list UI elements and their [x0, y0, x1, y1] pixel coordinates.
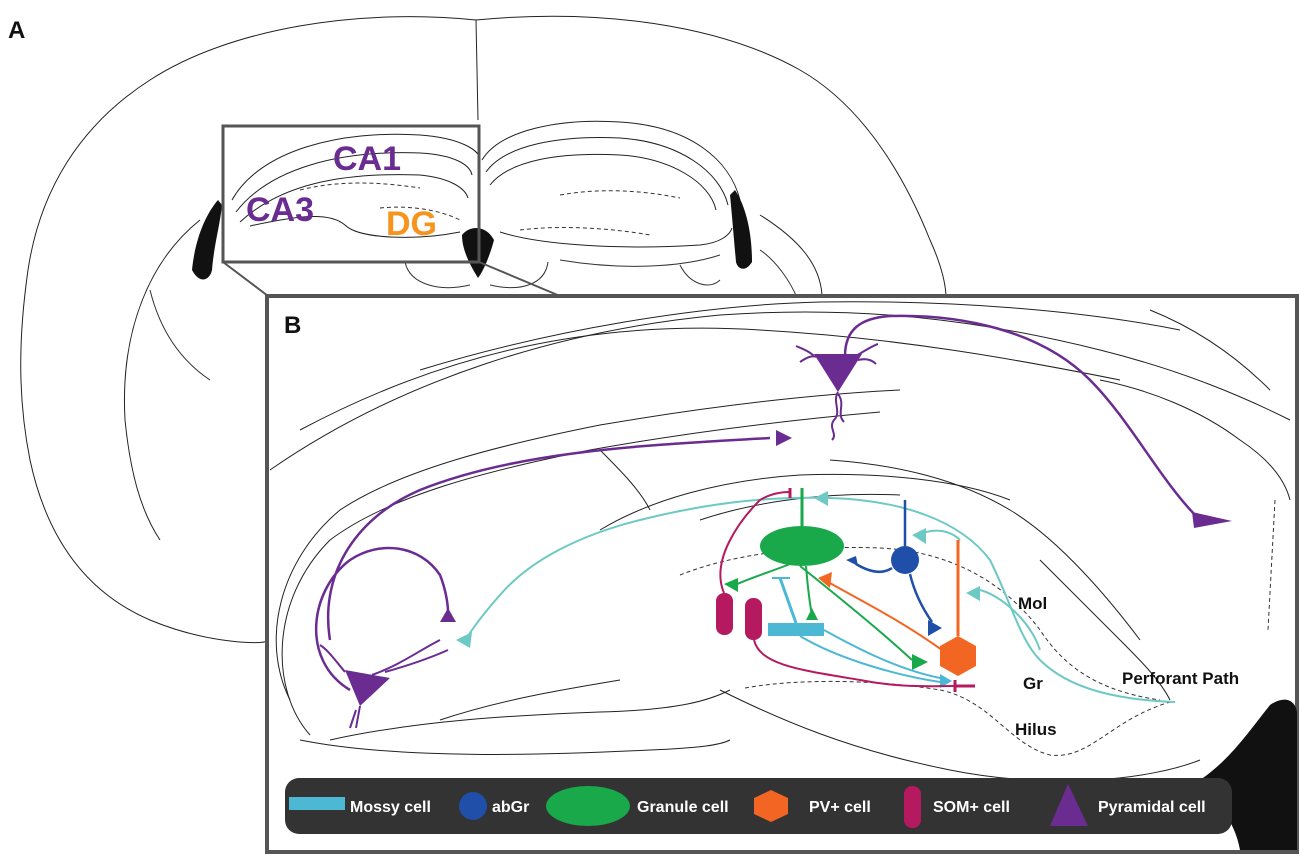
dg-left-dashed: [299, 182, 461, 221]
hippocampus-right-outline: [481, 120, 741, 248]
granule-layer-dashed: [679, 546, 1161, 701]
som-soma-1: [716, 593, 733, 635]
granule-terminal-2: [806, 608, 818, 620]
ca3-pyramidal-soma: [345, 670, 390, 706]
legend-pyramidal-label: Pyramidal cell: [1098, 799, 1206, 816]
pv-terminal: [818, 572, 832, 588]
panel-b: B: [265, 294, 1299, 854]
hilus-dashed: [744, 680, 1171, 756]
legend-pv-label: PV+ cell: [809, 799, 871, 816]
abgr-cell: [846, 500, 942, 636]
ventricle-b: [1200, 699, 1297, 850]
legend-abgr-icon: [459, 792, 487, 820]
ca1-terminal: [1192, 512, 1232, 528]
legend-mossy-label: Mossy cell: [350, 799, 431, 816]
label-hilus: Hilus: [1015, 720, 1057, 739]
legend-granule-label: Granule cell: [637, 799, 729, 816]
ca1-axon: [843, 314, 1199, 519]
label-mol: Mol: [1018, 594, 1047, 613]
hippocampus-left-outline: [231, 133, 481, 238]
legend-pyramidal-icon: [1050, 784, 1088, 826]
mossy-cell: [768, 577, 952, 688]
abgr-terminal-1: [846, 556, 858, 566]
cortex-inner-contour: [123, 214, 823, 541]
som-soma-2: [745, 598, 762, 640]
label-gr: Gr: [1023, 674, 1043, 693]
ca3-pyramidal-cell: [315, 430, 792, 729]
legend-som-icon: [904, 786, 921, 828]
label-dg: DG: [386, 205, 437, 243]
hippocampal-contours: [269, 301, 1291, 782]
inset-box: [221, 124, 481, 264]
ca3-terminal-ca1: [776, 430, 792, 446]
midline: [475, 19, 479, 121]
mossy-terminal: [940, 674, 952, 688]
right-dashed: [1267, 499, 1276, 631]
abgr-terminal-2: [928, 620, 942, 636]
granule-cell: [724, 488, 928, 670]
panel-b-letter: B: [284, 312, 301, 339]
ca1-pyramidal-cell: [795, 314, 1232, 528]
panel-a-letter: A: [8, 17, 25, 44]
legend: Mossy cell abGr Granule cell PV+ cell SO…: [285, 778, 1232, 834]
ca1-pyramidal-soma: [814, 354, 862, 392]
dg-right-dashed: [519, 190, 681, 236]
legend-som-label: SOM+ cell: [933, 799, 1010, 816]
panel-b-frame: [265, 294, 1299, 854]
lower-structures: [149, 249, 799, 381]
granule-terminal-1: [724, 578, 738, 592]
granule-terminal-3: [912, 654, 928, 670]
mossy-soma: [768, 623, 824, 636]
legend-pv-icon: [754, 790, 788, 822]
perforant-terminal-2: [814, 491, 828, 506]
legend-granule-icon: [546, 786, 630, 826]
pv-cell: [818, 540, 976, 676]
ventricle-left: [192, 200, 222, 280]
panel-a: A CA1 CA3 DG: [8, 15, 947, 644]
legend-abgr-label: abGr: [492, 799, 529, 816]
abgr-soma: [891, 546, 919, 574]
ca3-terminal-local: [440, 608, 456, 622]
label-ca3: CA3: [246, 191, 314, 229]
som-cells: [716, 488, 975, 692]
label-ca1: CA1: [333, 140, 401, 178]
ca3-axon: [315, 436, 771, 692]
ventricle-right: [730, 190, 752, 269]
legend-mossy-icon: [289, 797, 345, 810]
pv-soma: [940, 636, 976, 676]
inset-connector-right: [478, 261, 561, 297]
brain-outline: [20, 15, 947, 644]
label-perforant-path: Perforant Path: [1122, 669, 1239, 688]
perforant-terminal-4: [966, 586, 980, 601]
perforant-path-axon: [467, 496, 1176, 703]
perforant-terminal-3: [912, 528, 926, 544]
perforant-terminal-1: [456, 632, 472, 648]
inset-connector-left: [222, 261, 269, 297]
granule-soma: [760, 526, 844, 566]
